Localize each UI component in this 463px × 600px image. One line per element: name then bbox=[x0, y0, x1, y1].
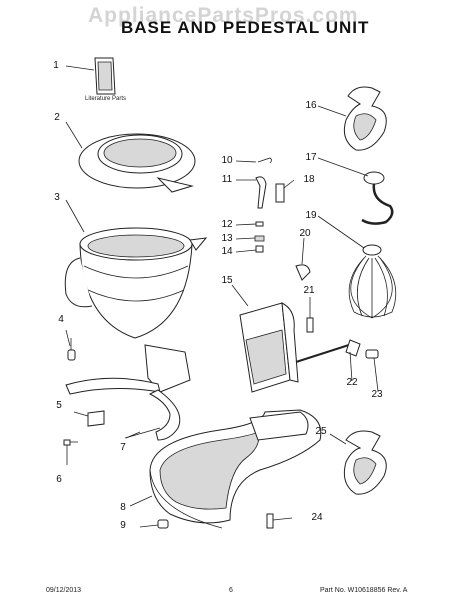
callout-6: 6 bbox=[56, 474, 62, 485]
literature-parts-label: Literature Parts bbox=[85, 96, 127, 102]
callout-2: 2 bbox=[54, 112, 60, 123]
wire-whip bbox=[348, 244, 397, 319]
bowl-lift-handle bbox=[295, 339, 379, 363]
callout-14: 14 bbox=[221, 246, 233, 257]
mixer-base bbox=[149, 409, 322, 529]
bowl-support-arm bbox=[65, 344, 191, 441]
footer-page-number: 6 bbox=[229, 587, 233, 594]
callout-22: 22 bbox=[346, 377, 358, 388]
hinge-pin-hardware bbox=[254, 157, 285, 253]
callout-3: 3 bbox=[54, 192, 60, 203]
callout-8: 8 bbox=[120, 502, 126, 513]
callout-5: 5 bbox=[56, 400, 62, 411]
callout-9: 9 bbox=[120, 520, 126, 531]
flat-beater-25 bbox=[343, 430, 387, 495]
footer-date: 09/12/2013 bbox=[46, 587, 82, 594]
base-foot bbox=[139, 519, 169, 529]
callout-15: 15 bbox=[221, 275, 233, 286]
watermark-text: AppliancePartsPros.com bbox=[88, 4, 359, 27]
callout-21: 21 bbox=[303, 285, 315, 296]
callout-10: 10 bbox=[221, 155, 233, 166]
callout-16: 16 bbox=[305, 100, 317, 111]
rubber-foot bbox=[67, 338, 76, 361]
callout-11: 11 bbox=[221, 174, 233, 185]
callout-19: 19 bbox=[305, 210, 317, 221]
callout-13: 13 bbox=[221, 233, 233, 244]
callout-24: 24 bbox=[311, 512, 323, 523]
callout-17: 17 bbox=[305, 152, 317, 163]
callout-23: 23 bbox=[371, 389, 383, 400]
flat-beater-16 bbox=[343, 86, 387, 151]
screw-24 bbox=[266, 513, 293, 529]
callout-leader-lines bbox=[65, 65, 379, 507]
footer-part-number: Part No. W10618856 Rev. A bbox=[320, 587, 408, 594]
callout-20: 20 bbox=[299, 228, 311, 239]
pedestal-column bbox=[239, 302, 299, 393]
mixing-bowl bbox=[64, 227, 208, 339]
page-title: BASE AND PEDESTAL UNIT bbox=[121, 18, 370, 37]
pedestal-clip-pin bbox=[295, 264, 314, 333]
literature-booklet bbox=[94, 57, 116, 95]
callout-7: 7 bbox=[120, 442, 126, 453]
screw-6 bbox=[63, 439, 78, 465]
pouring-shield bbox=[78, 133, 196, 193]
callout-18: 18 bbox=[303, 174, 315, 185]
callout-4: 4 bbox=[58, 314, 64, 325]
bowl-clamp-clip bbox=[73, 410, 105, 427]
dough-hook bbox=[361, 171, 394, 225]
callout-12: 12 bbox=[221, 219, 233, 230]
callout-25: 25 bbox=[315, 426, 327, 437]
callout-1: 1 bbox=[53, 60, 59, 71]
